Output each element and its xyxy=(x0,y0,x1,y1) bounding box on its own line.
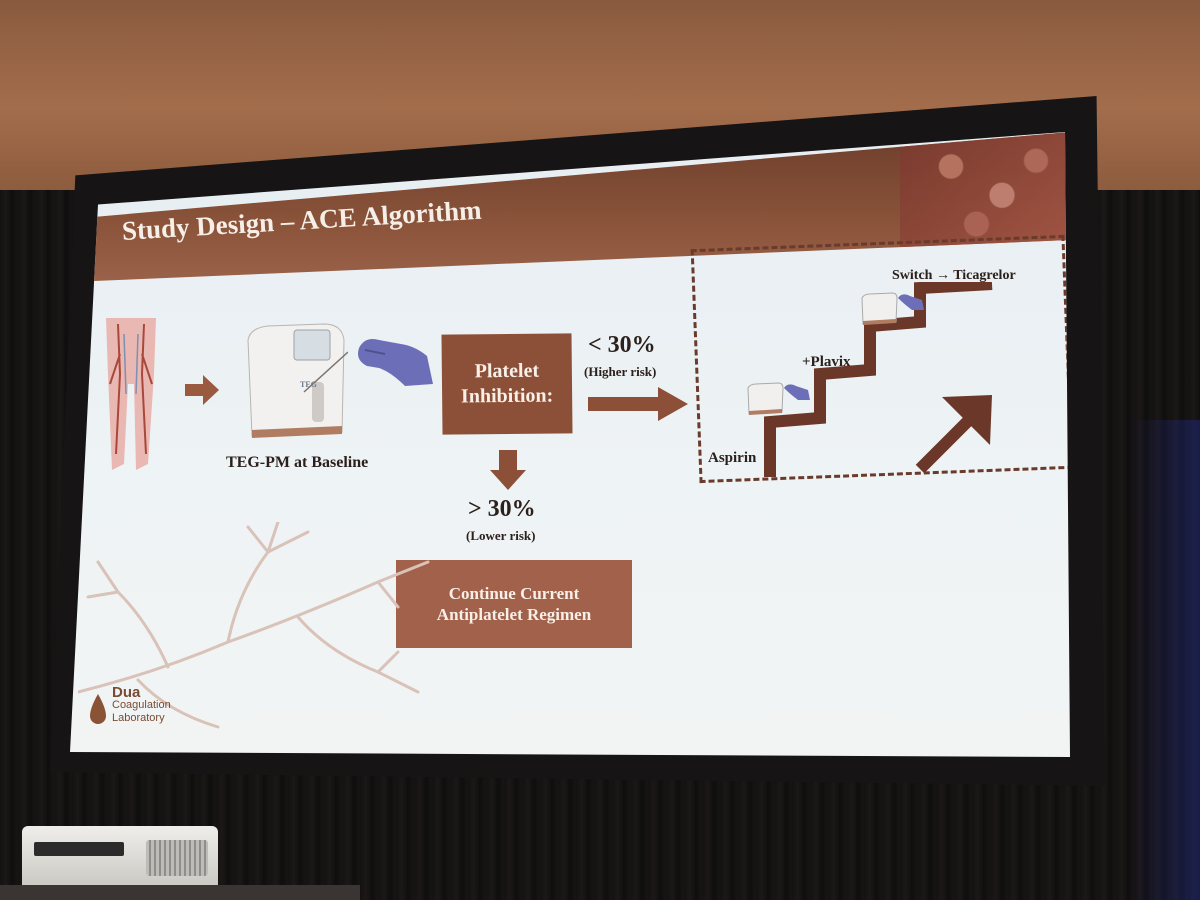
upward-arrow-icon xyxy=(915,395,992,474)
gloved-hand-icon xyxy=(784,384,810,400)
device-brand: TEG xyxy=(300,380,317,389)
down-arrow-icon xyxy=(490,450,526,490)
right-arrow-icon xyxy=(185,375,219,405)
presentation-slide: Study Design – ACE Algorithm TEG TEG-PM … xyxy=(70,132,1070,757)
gloved-hand-icon xyxy=(898,294,924,310)
low-threshold-note: (Higher risk) xyxy=(584,364,657,379)
projector-ports xyxy=(34,842,124,856)
lab-logo: Dua Coagulation Laboratory xyxy=(112,684,171,725)
high-threshold-note: (Lower risk) xyxy=(466,528,536,543)
baseline-label: TEG-PM at Baseline xyxy=(226,454,369,471)
logo-line3: Laboratory xyxy=(112,712,165,724)
escalation-stairs-icon xyxy=(764,282,993,477)
step-plavix: +Plavix xyxy=(802,354,851,370)
teg-analyzer-icon xyxy=(247,323,348,438)
right-arrow-icon xyxy=(588,387,688,421)
table-edge xyxy=(0,885,360,900)
low-threshold-value: < 30% xyxy=(588,332,656,358)
teg-analyzer-icon xyxy=(747,382,784,415)
platelet-inhibition-box: Platelet Inhibition: xyxy=(441,333,573,435)
high-threshold-value: > 30% xyxy=(468,496,536,522)
step-aspirin: Aspirin xyxy=(708,450,757,466)
blood-cells-image xyxy=(900,132,1070,247)
blood-drop-icon xyxy=(90,694,106,724)
vessel-branches-decoration xyxy=(78,522,430,729)
logo-line1: Dua xyxy=(112,684,141,701)
projector-vent xyxy=(146,840,208,876)
logo-line2: Coagulation xyxy=(112,699,171,711)
teg-analyzer-icon xyxy=(861,292,898,325)
gloved-hand-icon xyxy=(358,339,433,386)
stage-light xyxy=(1130,420,1200,900)
step-ticagrelor: Switch → Ticagrelor xyxy=(892,268,1016,283)
leg-vasculature-icon xyxy=(106,318,156,470)
projector xyxy=(22,826,218,888)
continue-regimen-box: Continue Current Antiplatelet Regimen xyxy=(396,560,632,648)
